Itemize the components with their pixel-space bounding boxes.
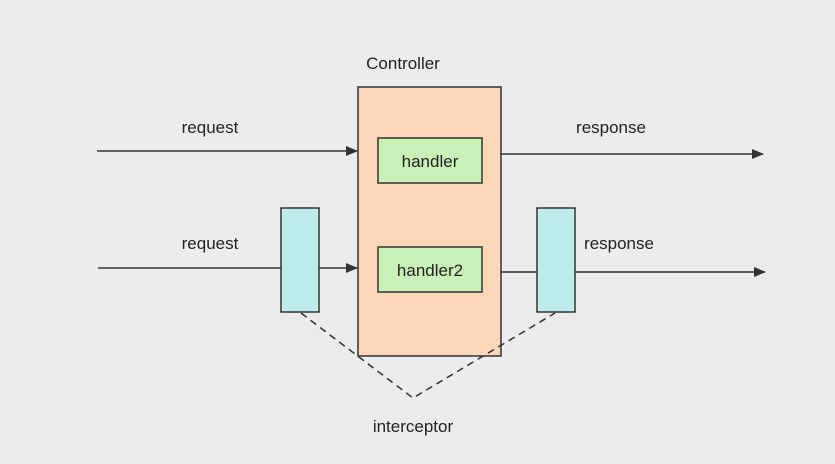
controller-box	[357, 86, 502, 357]
request-label-top: request	[182, 118, 239, 137]
response-label-bottom: response	[584, 234, 654, 253]
handler-label: handler	[402, 152, 459, 171]
request-label-bottom: request	[182, 234, 239, 253]
controller-label: Controller	[366, 54, 440, 73]
response-label-top: response	[576, 118, 646, 137]
interceptor-box-right	[536, 207, 576, 313]
interceptor-label: interceptor	[373, 417, 454, 436]
handler2-box	[377, 246, 483, 293]
interceptor-box-left	[280, 207, 320, 313]
handler2-label: handler2	[397, 261, 463, 280]
handler-box	[377, 137, 483, 184]
